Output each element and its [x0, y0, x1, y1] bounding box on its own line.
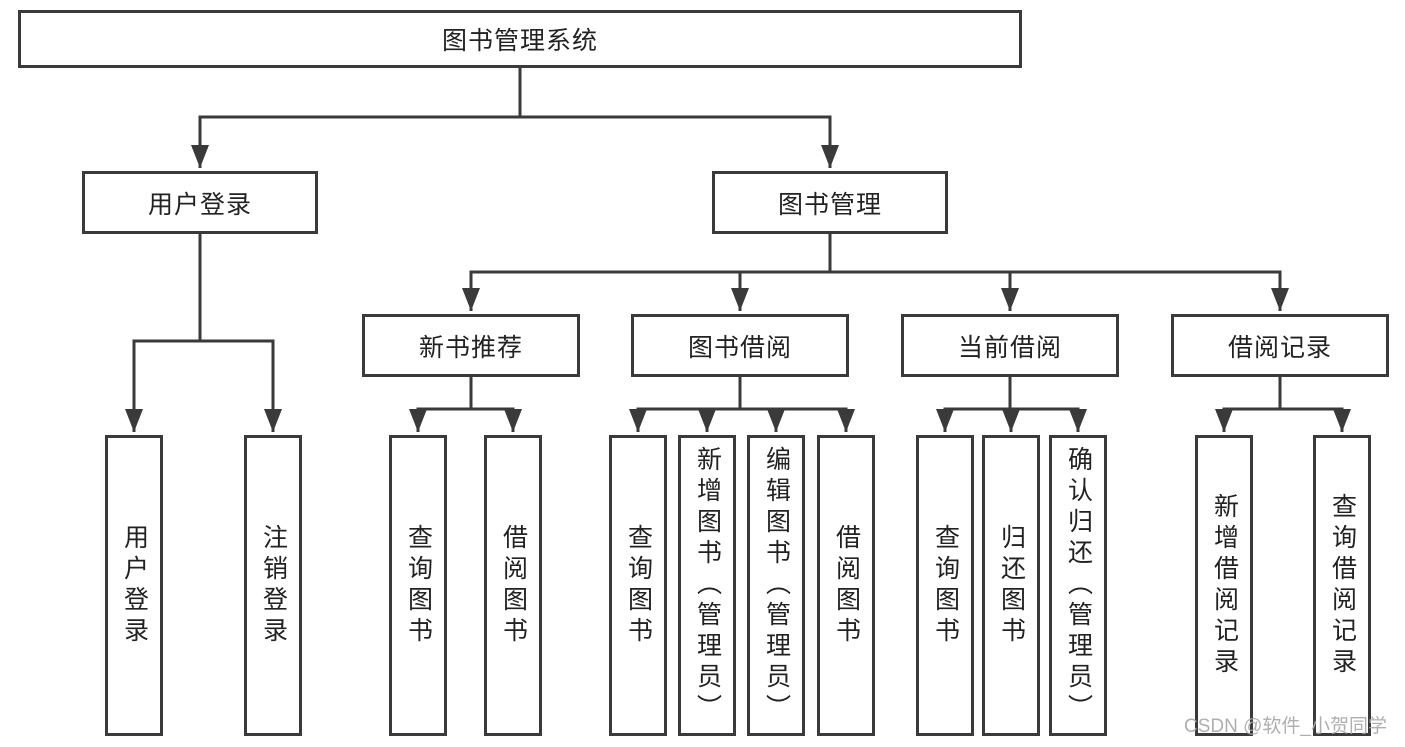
- leaf-query-borrow-record: 查询借阅记录: [1313, 435, 1371, 736]
- leaf-logout: 注销登录: [244, 435, 302, 736]
- leaf-add-borrow-record: 新增借阅记录: [1195, 435, 1253, 736]
- leaf-add-books-admin: 新增图书（管理员）: [678, 435, 736, 736]
- leaf-recommend-query-books: 查询图书: [389, 435, 447, 736]
- node-new-book-recommend: 新书推荐: [362, 314, 580, 377]
- watermark: CSDN @软件_小贺同学: [1184, 716, 1387, 737]
- node-user-login: 用户登录: [82, 171, 318, 234]
- node-book-borrowing: 图书借阅: [631, 314, 849, 377]
- leaf-borrowing-query-books: 查询图书: [609, 435, 667, 736]
- leaf-return-books: 归还图书: [982, 435, 1040, 736]
- node-current-borrowing: 当前借阅: [901, 314, 1119, 377]
- node-library-management-system: 图书管理系统: [18, 10, 1022, 68]
- leaf-borrowing-borrow-books: 借阅图书: [817, 435, 875, 736]
- leaf-current-query-books: 查询图书: [916, 435, 974, 736]
- leaf-recommend-borrow-books: 借阅图书: [484, 435, 542, 736]
- node-book-management: 图书管理: [712, 171, 948, 234]
- node-borrowing-records: 借阅记录: [1171, 314, 1389, 377]
- leaf-edit-books-admin: 编辑图书（管理员）: [747, 435, 805, 736]
- leaf-user-login: 用户登录: [105, 435, 163, 736]
- leaf-confirm-return-admin: 确认归还（管理员）: [1049, 435, 1107, 736]
